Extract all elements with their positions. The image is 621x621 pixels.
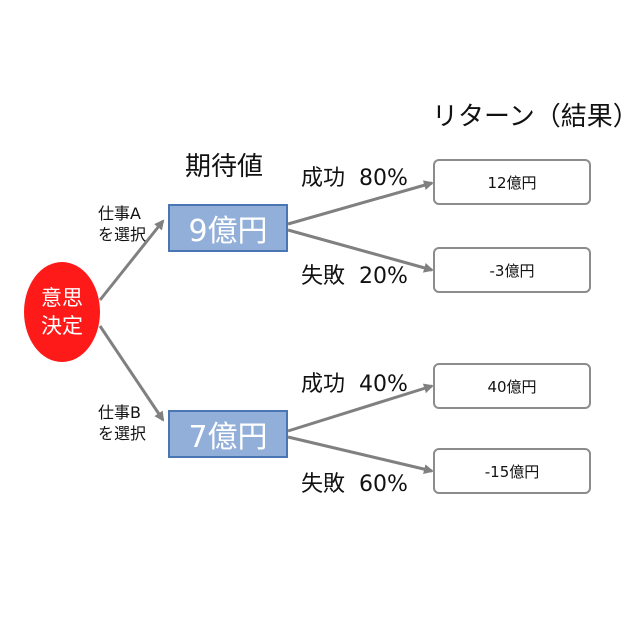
expected-value-b-box: 7億円 xyxy=(168,410,288,458)
arrow-b-success xyxy=(287,383,434,433)
choice-b-line2: を選択 xyxy=(98,424,147,443)
decision-label-line2: 決定 xyxy=(41,314,83,338)
outcome-a-success-prob: 80% xyxy=(359,166,408,191)
decision-label-line1: 意思 xyxy=(41,286,83,310)
return-box-b-success: 40億円 xyxy=(433,363,591,409)
outcome-a-success: 成功 80% xyxy=(301,160,408,192)
outcome-b-success-prob: 40% xyxy=(359,372,408,397)
return-box-a-failure: -3億円 xyxy=(433,247,591,293)
choice-a-line1: 仕事A xyxy=(98,204,141,223)
choice-b-label: 仕事B を選択 xyxy=(98,402,146,444)
return-box-a-success: 12億円 xyxy=(433,159,591,205)
header-expected-value: 期待値 xyxy=(185,152,264,182)
arrow-a-success xyxy=(287,180,434,226)
choice-a-line2: を選択 xyxy=(98,225,147,244)
header-return: リターン（結果） xyxy=(432,102,621,132)
outcome-b-failure-label: 失敗 xyxy=(301,472,346,497)
choice-a-label: 仕事A を選択 xyxy=(98,203,146,245)
outcome-a-failure-prob: 20% xyxy=(359,264,408,289)
outcome-a-failure-label: 失敗 xyxy=(301,264,346,289)
arrow-b-failure xyxy=(287,435,434,475)
outcome-a-success-label: 成功 xyxy=(301,166,346,191)
outcome-b-success: 成功 40% xyxy=(301,366,408,398)
outcome-b-success-label: 成功 xyxy=(301,372,346,397)
return-box-b-failure: -15億円 xyxy=(433,448,591,494)
arrow-decision-to-b xyxy=(98,325,165,422)
choice-b-line1: 仕事B xyxy=(98,403,141,422)
outcome-a-failure: 失敗 20% xyxy=(301,258,408,290)
arrow-a-failure xyxy=(287,228,434,273)
expected-value-a-box: 9億円 xyxy=(168,204,288,252)
arrow-decision-to-a xyxy=(98,219,165,301)
decision-node: 意思 決定 xyxy=(24,262,100,362)
outcome-b-failure-prob: 60% xyxy=(359,472,408,497)
outcome-b-failure: 失敗 60% xyxy=(301,466,408,498)
